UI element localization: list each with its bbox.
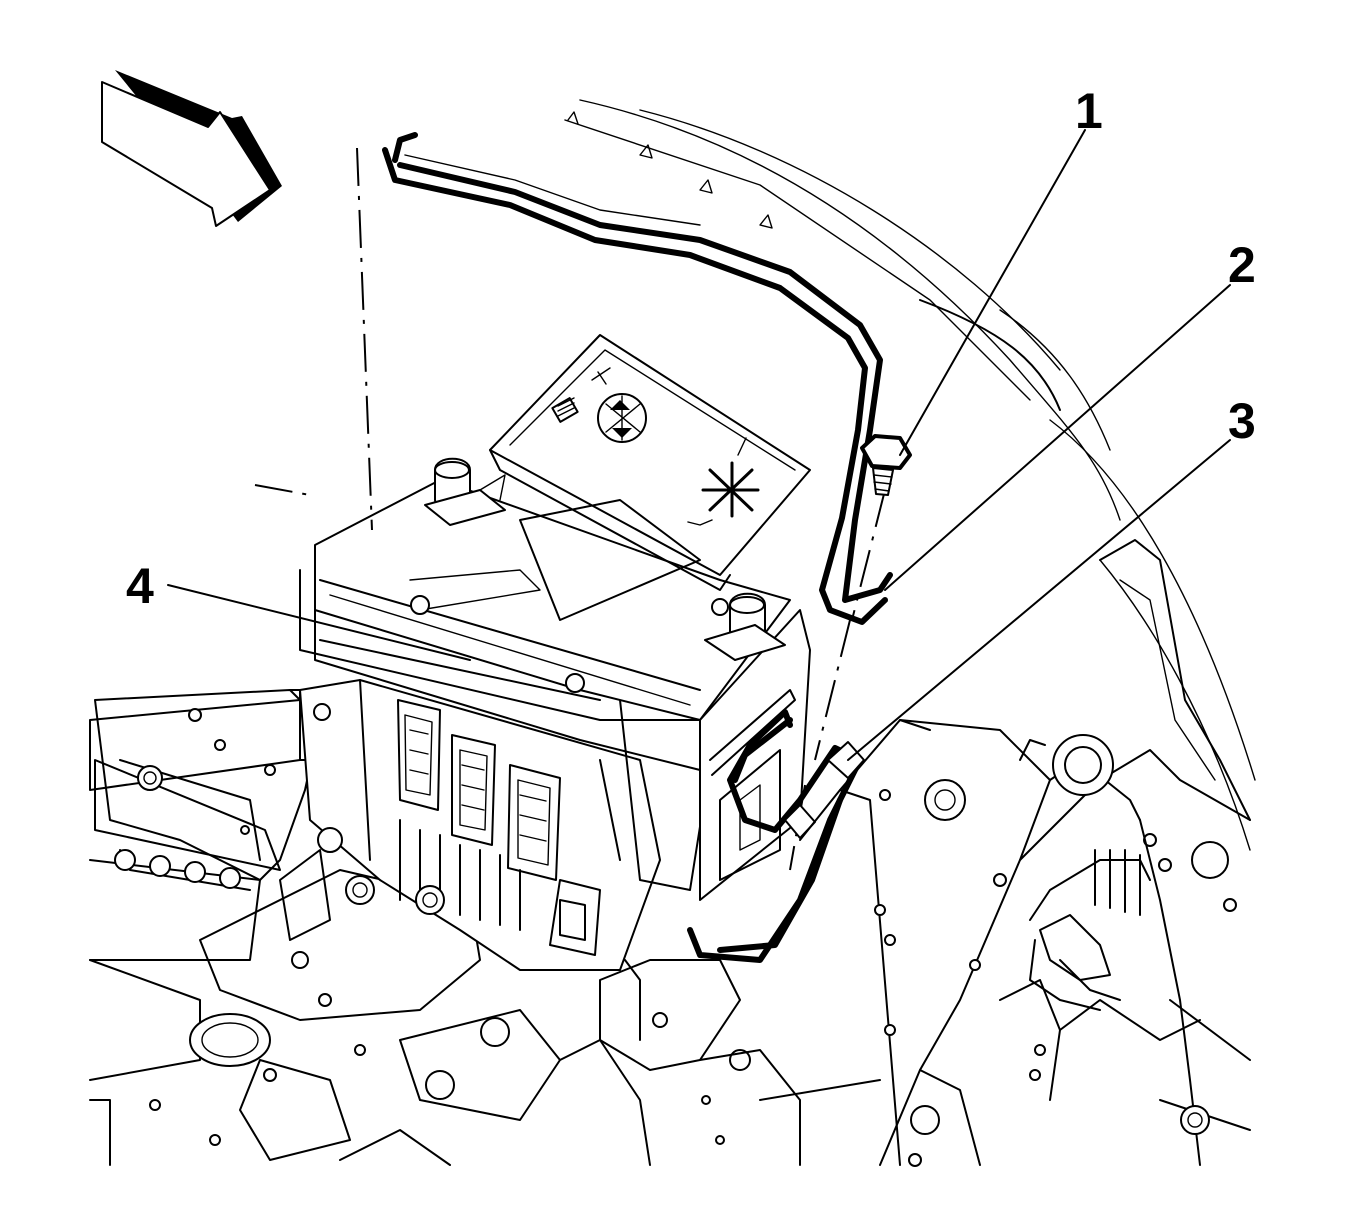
no-open-flame-icon (687, 437, 760, 526)
callout-1: 1 (1075, 83, 1103, 139)
radiator-support (799, 719, 1251, 1167)
battery (314, 334, 811, 901)
hood-retainers (567, 111, 773, 229)
battery-terminal-negative (704, 592, 786, 661)
retainer-bolt (860, 434, 912, 496)
callout-2: 2 (1228, 237, 1256, 293)
battery-retainer-bracket (687, 709, 865, 963)
callout-3: 3 (1228, 393, 1256, 449)
direction-arrow-icon (101, 70, 282, 227)
callout-4: 4 (126, 558, 154, 614)
fender-outline (564, 99, 1256, 851)
battery-terminal-icon (424, 457, 506, 526)
recycle-symbol-icon (597, 393, 647, 443)
electrical-center (279, 679, 661, 971)
lower-frame (559, 959, 881, 1166)
leader-lines (167, 129, 1231, 761)
wiring-connector (1029, 849, 1151, 1011)
front-cradle (89, 699, 561, 1166)
battery-hold-down-retainer (382, 132, 893, 625)
